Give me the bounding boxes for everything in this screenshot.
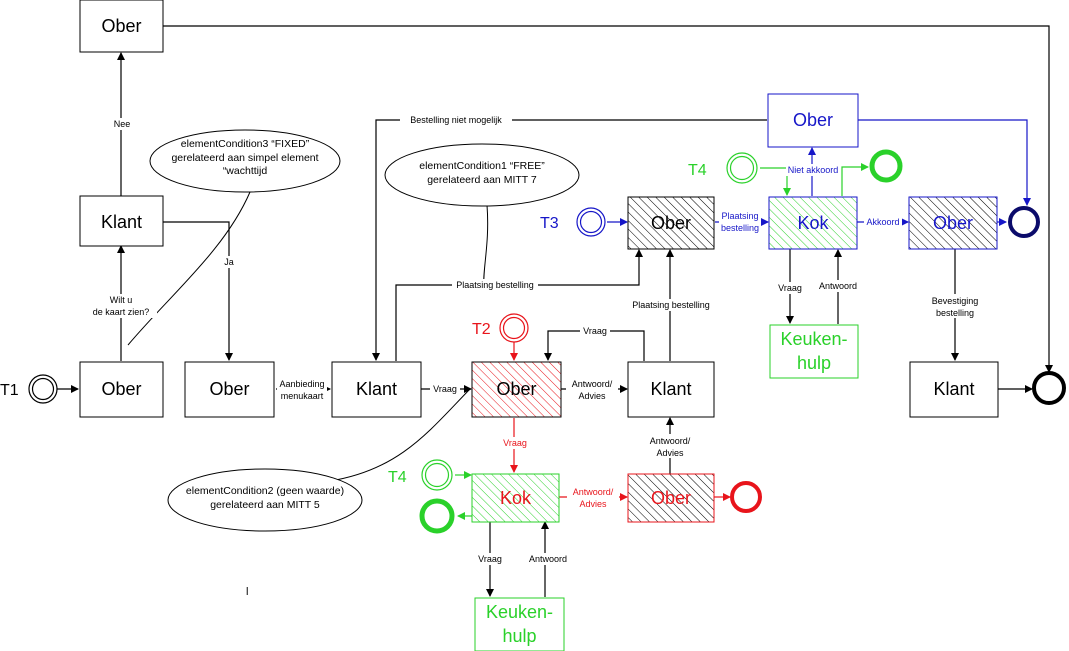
node-keukenhulp-right: Keuken- hulp: [769, 324, 859, 379]
token-label-t2: T2: [472, 321, 491, 338]
token-label-t3: T3: [540, 215, 559, 232]
edge-label: Plaatsing bestelling: [632, 300, 710, 310]
stray-mark: l: [246, 586, 248, 598]
edge-label: Akkoord: [866, 217, 899, 227]
node-label: Ober: [101, 16, 141, 36]
node-label: Keuken-: [780, 329, 847, 349]
node-label: Ober: [933, 213, 973, 233]
node-label: Ober: [209, 379, 249, 399]
node-ober-red: Ober: [471, 361, 562, 418]
node-label: Klant: [356, 379, 397, 399]
svg-text:“wachttijd: “wachttijd: [223, 165, 268, 177]
token-label-t4-bottom: T4: [388, 469, 407, 486]
edge-label: Antwoord/: [573, 487, 614, 497]
edge-label: Plaatsing bestelling: [456, 280, 534, 290]
node-ober-start: Ober: [79, 361, 164, 418]
node-klant-mid: Klant: [331, 361, 422, 418]
start-t4-bottom-icon: [421, 459, 453, 491]
node-ober-advice: Ober: [627, 473, 715, 523]
edge-label: Antwoord: [819, 281, 857, 291]
node-label: Klant: [933, 379, 974, 399]
annotation-cond2: elementCondition2 (geen waarde) gerelate…: [167, 468, 363, 532]
end-blue-icon: [1008, 206, 1040, 238]
node-ober-blue-right: Ober: [908, 196, 998, 250]
node-label: hulp: [502, 626, 536, 646]
node-label: Ober: [101, 379, 141, 399]
edge-label: Ja: [224, 257, 234, 267]
edge-label: Advies: [579, 499, 607, 509]
edge-label: Vraag: [778, 283, 802, 293]
svg-text:elementCondition3 “FIXED”: elementCondition3 “FIXED”: [181, 138, 310, 150]
end-black-icon: [1032, 371, 1066, 405]
node-label: Klant: [650, 379, 691, 399]
svg-text:gerelateerd aan MITT 7: gerelateerd aan MITT 7: [427, 174, 537, 186]
edge-label: Nee: [114, 119, 131, 129]
edge-label: Vraag: [583, 326, 607, 336]
start-t1-icon: [28, 374, 58, 404]
start-t4-top-icon: [726, 152, 758, 184]
node-label: Ober: [651, 213, 691, 233]
edge-label: Bestelling niet mogelijk: [410, 115, 502, 125]
start-t2-icon: [499, 313, 529, 343]
edge-label: Plaatsing: [721, 211, 758, 221]
annotation-cond3: elementCondition3 “FIXED” gerelateerd aa…: [149, 129, 341, 193]
edge-label: Antwoord: [529, 554, 567, 564]
node-label: Keuken-: [486, 602, 553, 622]
node-ober-menu: Ober: [184, 361, 275, 418]
svg-text:gerelateerd aan MITT 5: gerelateerd aan MITT 5: [210, 499, 320, 511]
edge-label: Aanbieding: [279, 379, 324, 389]
token-label-t1: T1: [0, 382, 19, 399]
edge-label: Niet akkoord: [788, 165, 839, 175]
end-green-bottom-icon: [419, 498, 455, 534]
edge-label: menukaart: [281, 391, 324, 401]
edge-label: Vraag: [503, 438, 527, 448]
node-label: hulp: [797, 353, 831, 373]
node-label: Ober: [651, 488, 691, 508]
annotation-connectors: [127, 191, 489, 482]
node-label: Kok: [797, 213, 829, 233]
end-red-icon: [730, 481, 762, 513]
svg-text:elementCondition2 (geen waarde: elementCondition2 (geen waarde): [186, 485, 344, 497]
edge-label: bestelling: [721, 223, 759, 233]
node-keukenhulp-bottom: Keuken- hulp: [474, 597, 565, 651]
edge-label: Advies: [656, 448, 684, 458]
node-kok-blue: Kok: [768, 196, 858, 250]
node-ober-blue-top: Ober: [767, 93, 859, 148]
edge-labels: Nee Ja Wilt u de kaart zien? Aanbieding …: [85, 114, 984, 565]
svg-text:elementCondition1 “FREE”: elementCondition1 “FREE”: [419, 160, 545, 172]
token-label-t4-top: T4: [688, 162, 707, 179]
node-klant-right: Klant: [627, 361, 715, 418]
edge-label: Antwoord/: [650, 436, 691, 446]
node-label: Ober: [496, 379, 536, 399]
edge-label: Antwoord/: [572, 379, 613, 389]
edge-label: Vraag: [433, 384, 457, 394]
node-label: Klant: [101, 212, 142, 232]
node-kok-red: Kok: [471, 473, 560, 523]
edge-label: de kaart zien?: [93, 307, 150, 317]
node-label: Kok: [500, 488, 532, 508]
start-t3-icon: [576, 207, 606, 237]
annotation-cond1: elementCondition1 “FREE” gerelateerd aan…: [384, 143, 580, 207]
edge-label: Wilt u: [110, 295, 133, 305]
edge-label: Bevestiging: [932, 296, 979, 306]
edge-label: Advies: [578, 391, 606, 401]
end-green-top-icon: [869, 149, 903, 183]
node-label: Ober: [793, 110, 833, 130]
svg-text:gerelateerd aan simpel element: gerelateerd aan simpel element: [171, 152, 318, 164]
edge-label: Vraag: [478, 554, 502, 564]
node-klant-far-right: Klant: [909, 361, 999, 418]
node-ober-top: Ober: [79, 0, 164, 53]
edge-label: bestelling: [936, 308, 974, 318]
node-klant-left: Klant: [79, 195, 164, 247]
node-ober-t3: Ober: [627, 196, 715, 250]
